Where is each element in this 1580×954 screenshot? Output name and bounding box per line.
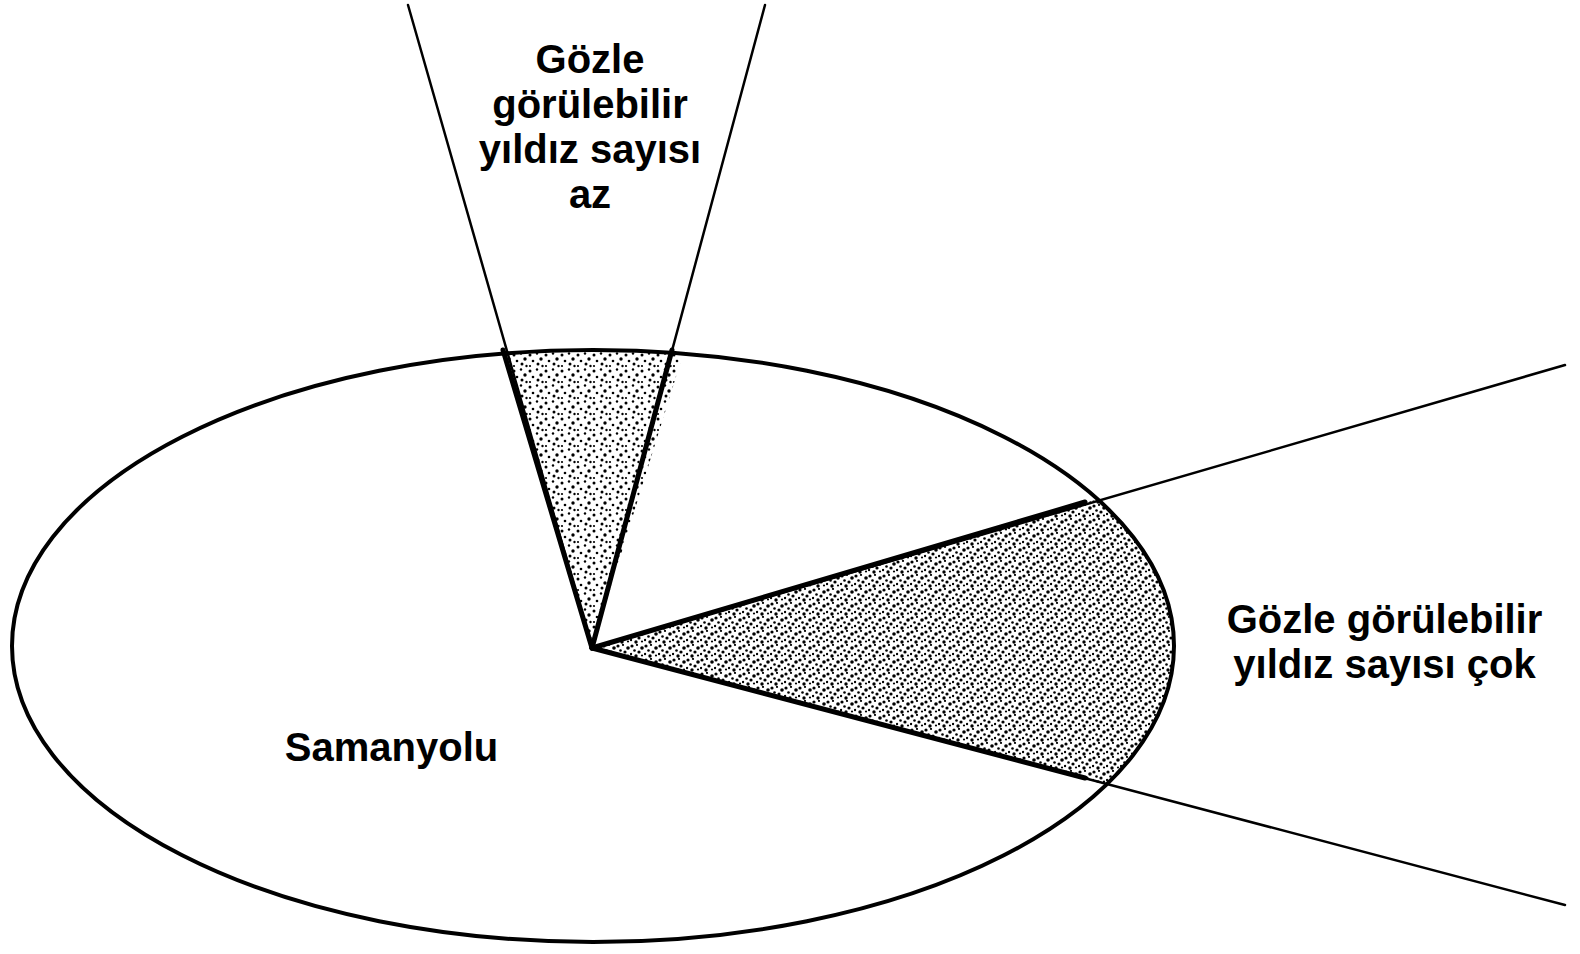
cone-edge: [592, 648, 1085, 778]
stippled-cone: [450, 170, 740, 648]
cone-edge: [592, 502, 1085, 648]
view-label: Gözle görülebilir yıldız sayısı çok: [1212, 597, 1557, 687]
galaxy-name: Samanyolu: [232, 725, 552, 770]
cone-edge: [503, 350, 592, 648]
sight-line: [592, 648, 1565, 905]
cone-edge: [592, 350, 672, 648]
ellipse-outline: [12, 350, 1174, 942]
view-label: Gözle görülebilir yıldız sayısı az: [465, 37, 715, 217]
galaxy-ellipse: Samanyolu: [12, 350, 1174, 942]
ellipse-line: [12, 350, 1174, 942]
